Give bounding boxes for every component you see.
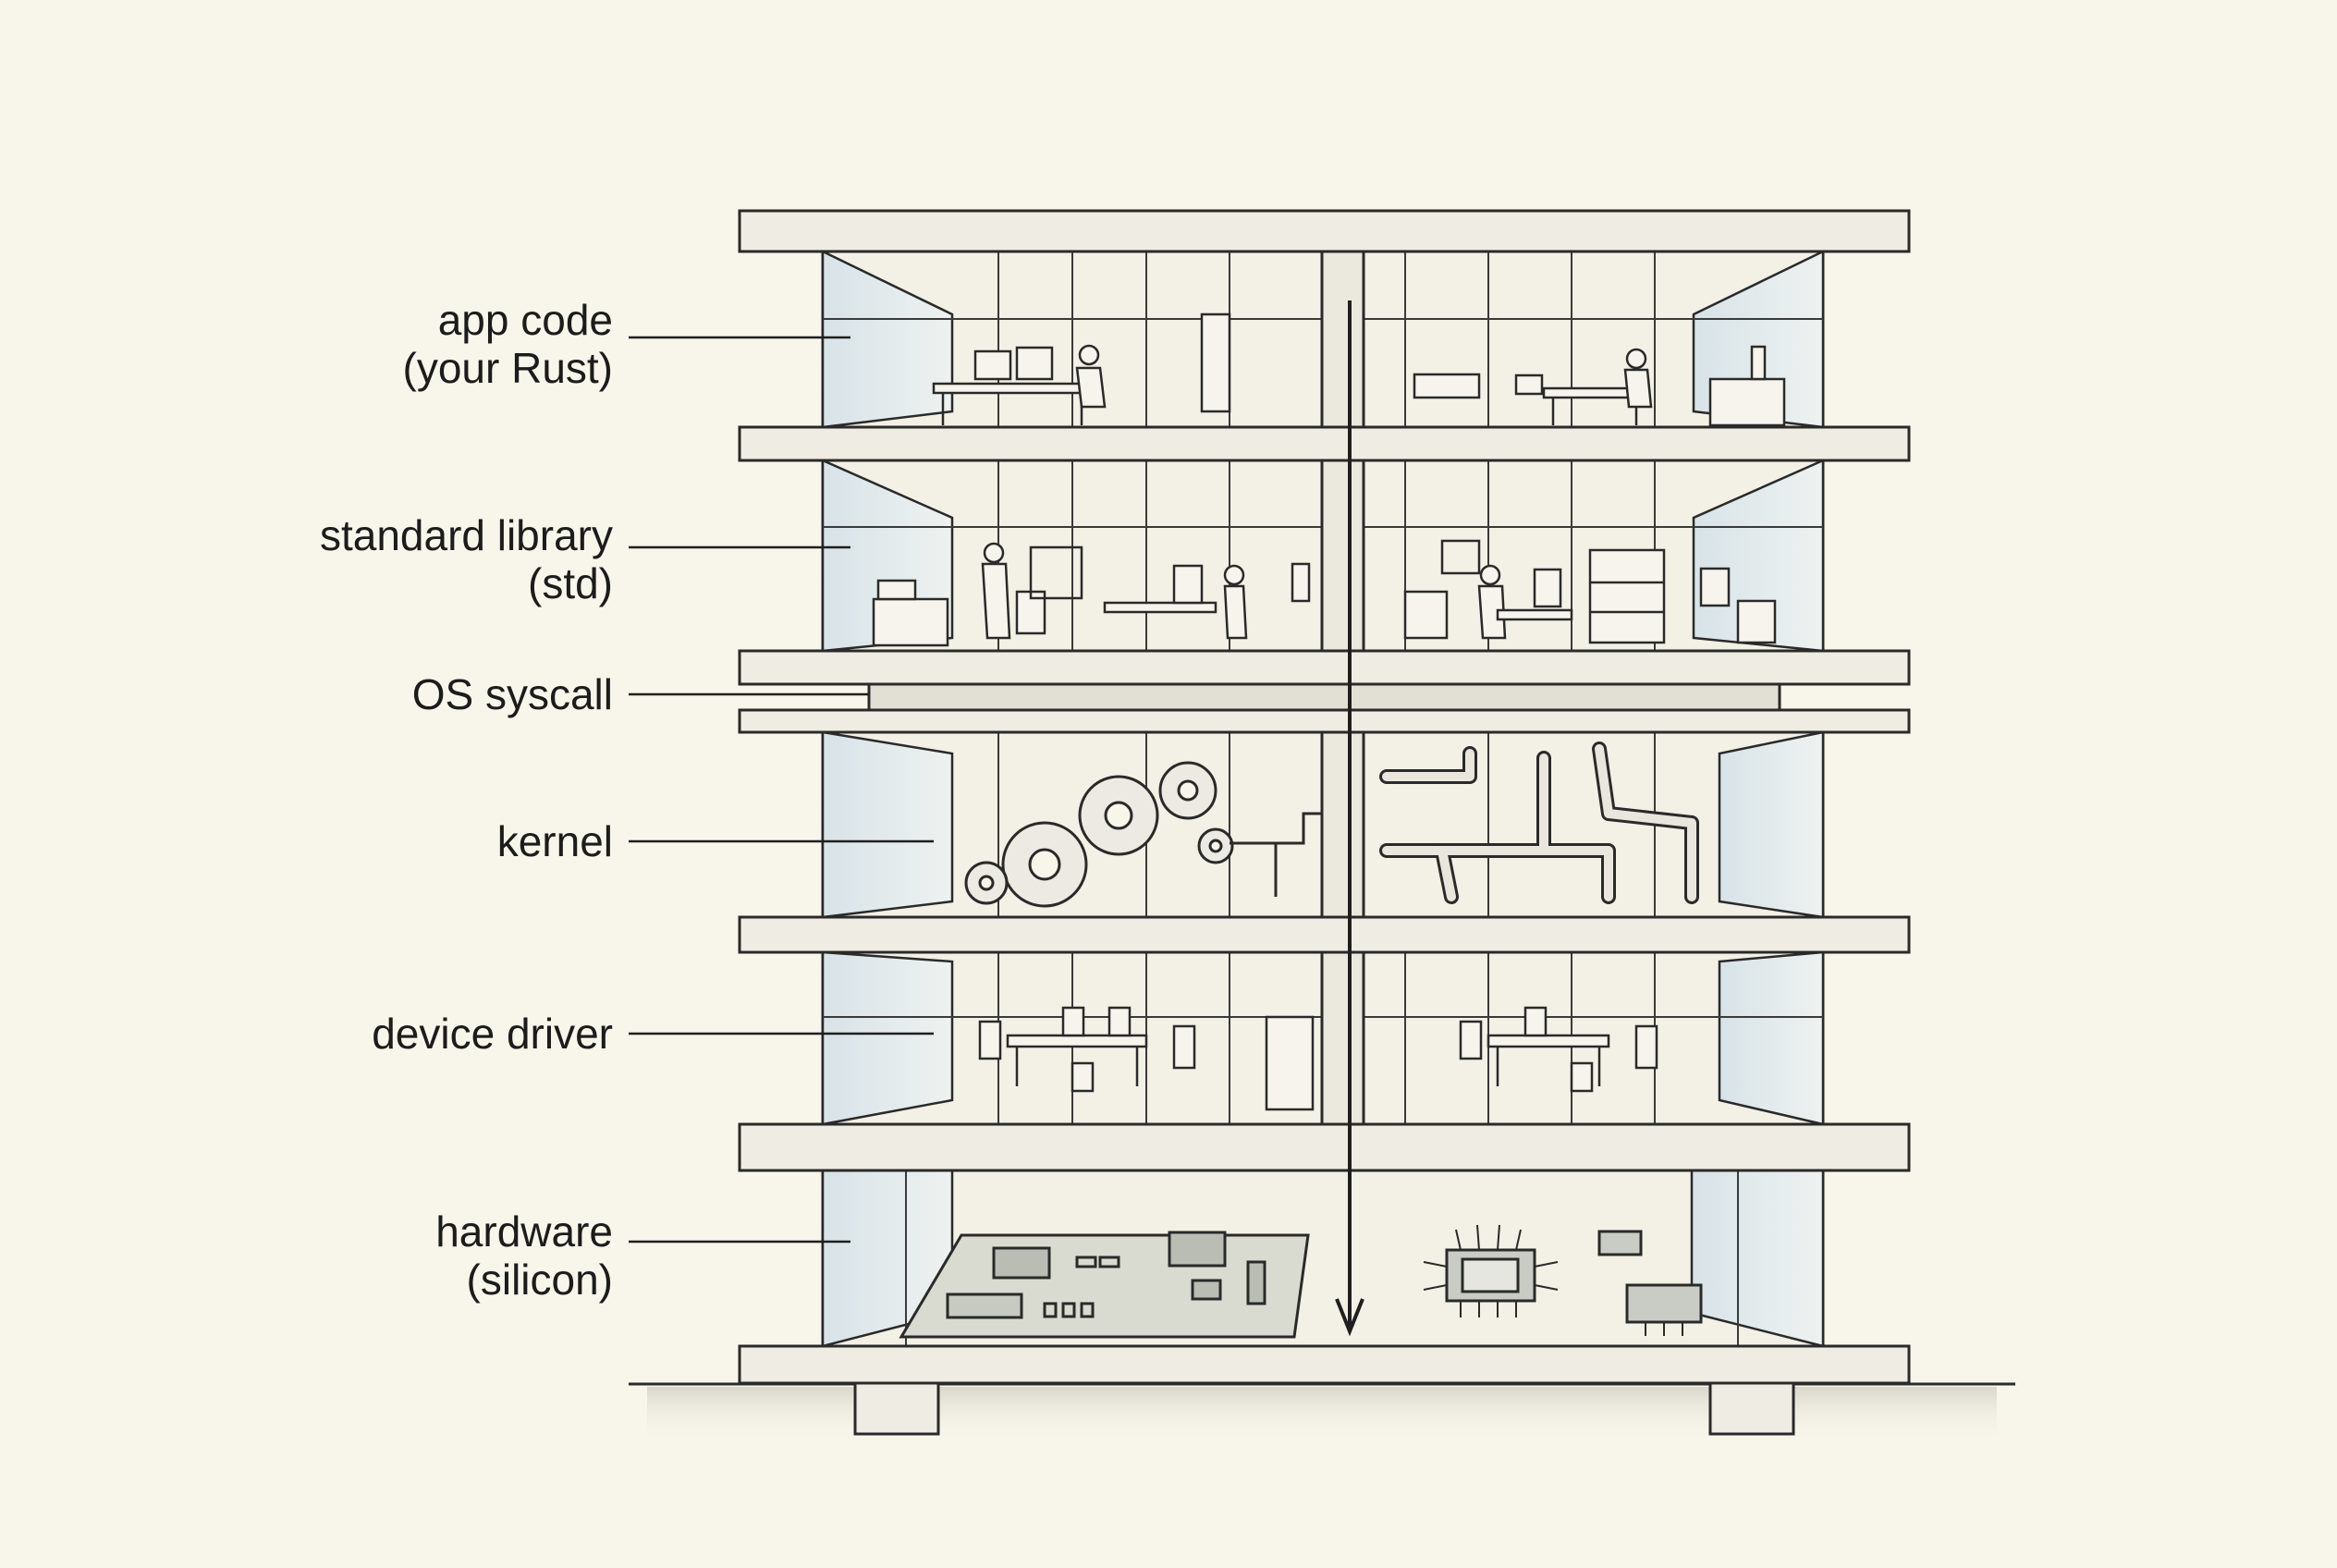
slab-4 [740,917,1909,952]
ground [629,1384,2015,1442]
controller-chip [1627,1285,1701,1322]
syscall-gap [869,684,1780,710]
layer-label-hardware: hardware (silicon) [435,1207,613,1304]
slab-1 [740,427,1909,460]
slab-3 [740,710,1909,732]
slab-2 [740,651,1909,684]
layer-label-kernel: kernel [497,817,613,865]
circuit-board [901,1232,1308,1337]
layer-label-standard-library: standard library (std) [320,511,613,607]
layer-label-os-syscall: OS syscall [412,670,613,718]
layer-label-device-driver: device driver [372,1010,613,1058]
roof-slab [740,211,1909,251]
memory-chip [1599,1231,1641,1255]
foundation-right-footing [1710,1383,1793,1434]
foundation-slab [740,1346,1909,1383]
layer-label-app-code: app code (your Rust) [403,296,613,392]
slab-5 [740,1124,1909,1170]
foundation-left-footing [855,1383,938,1434]
